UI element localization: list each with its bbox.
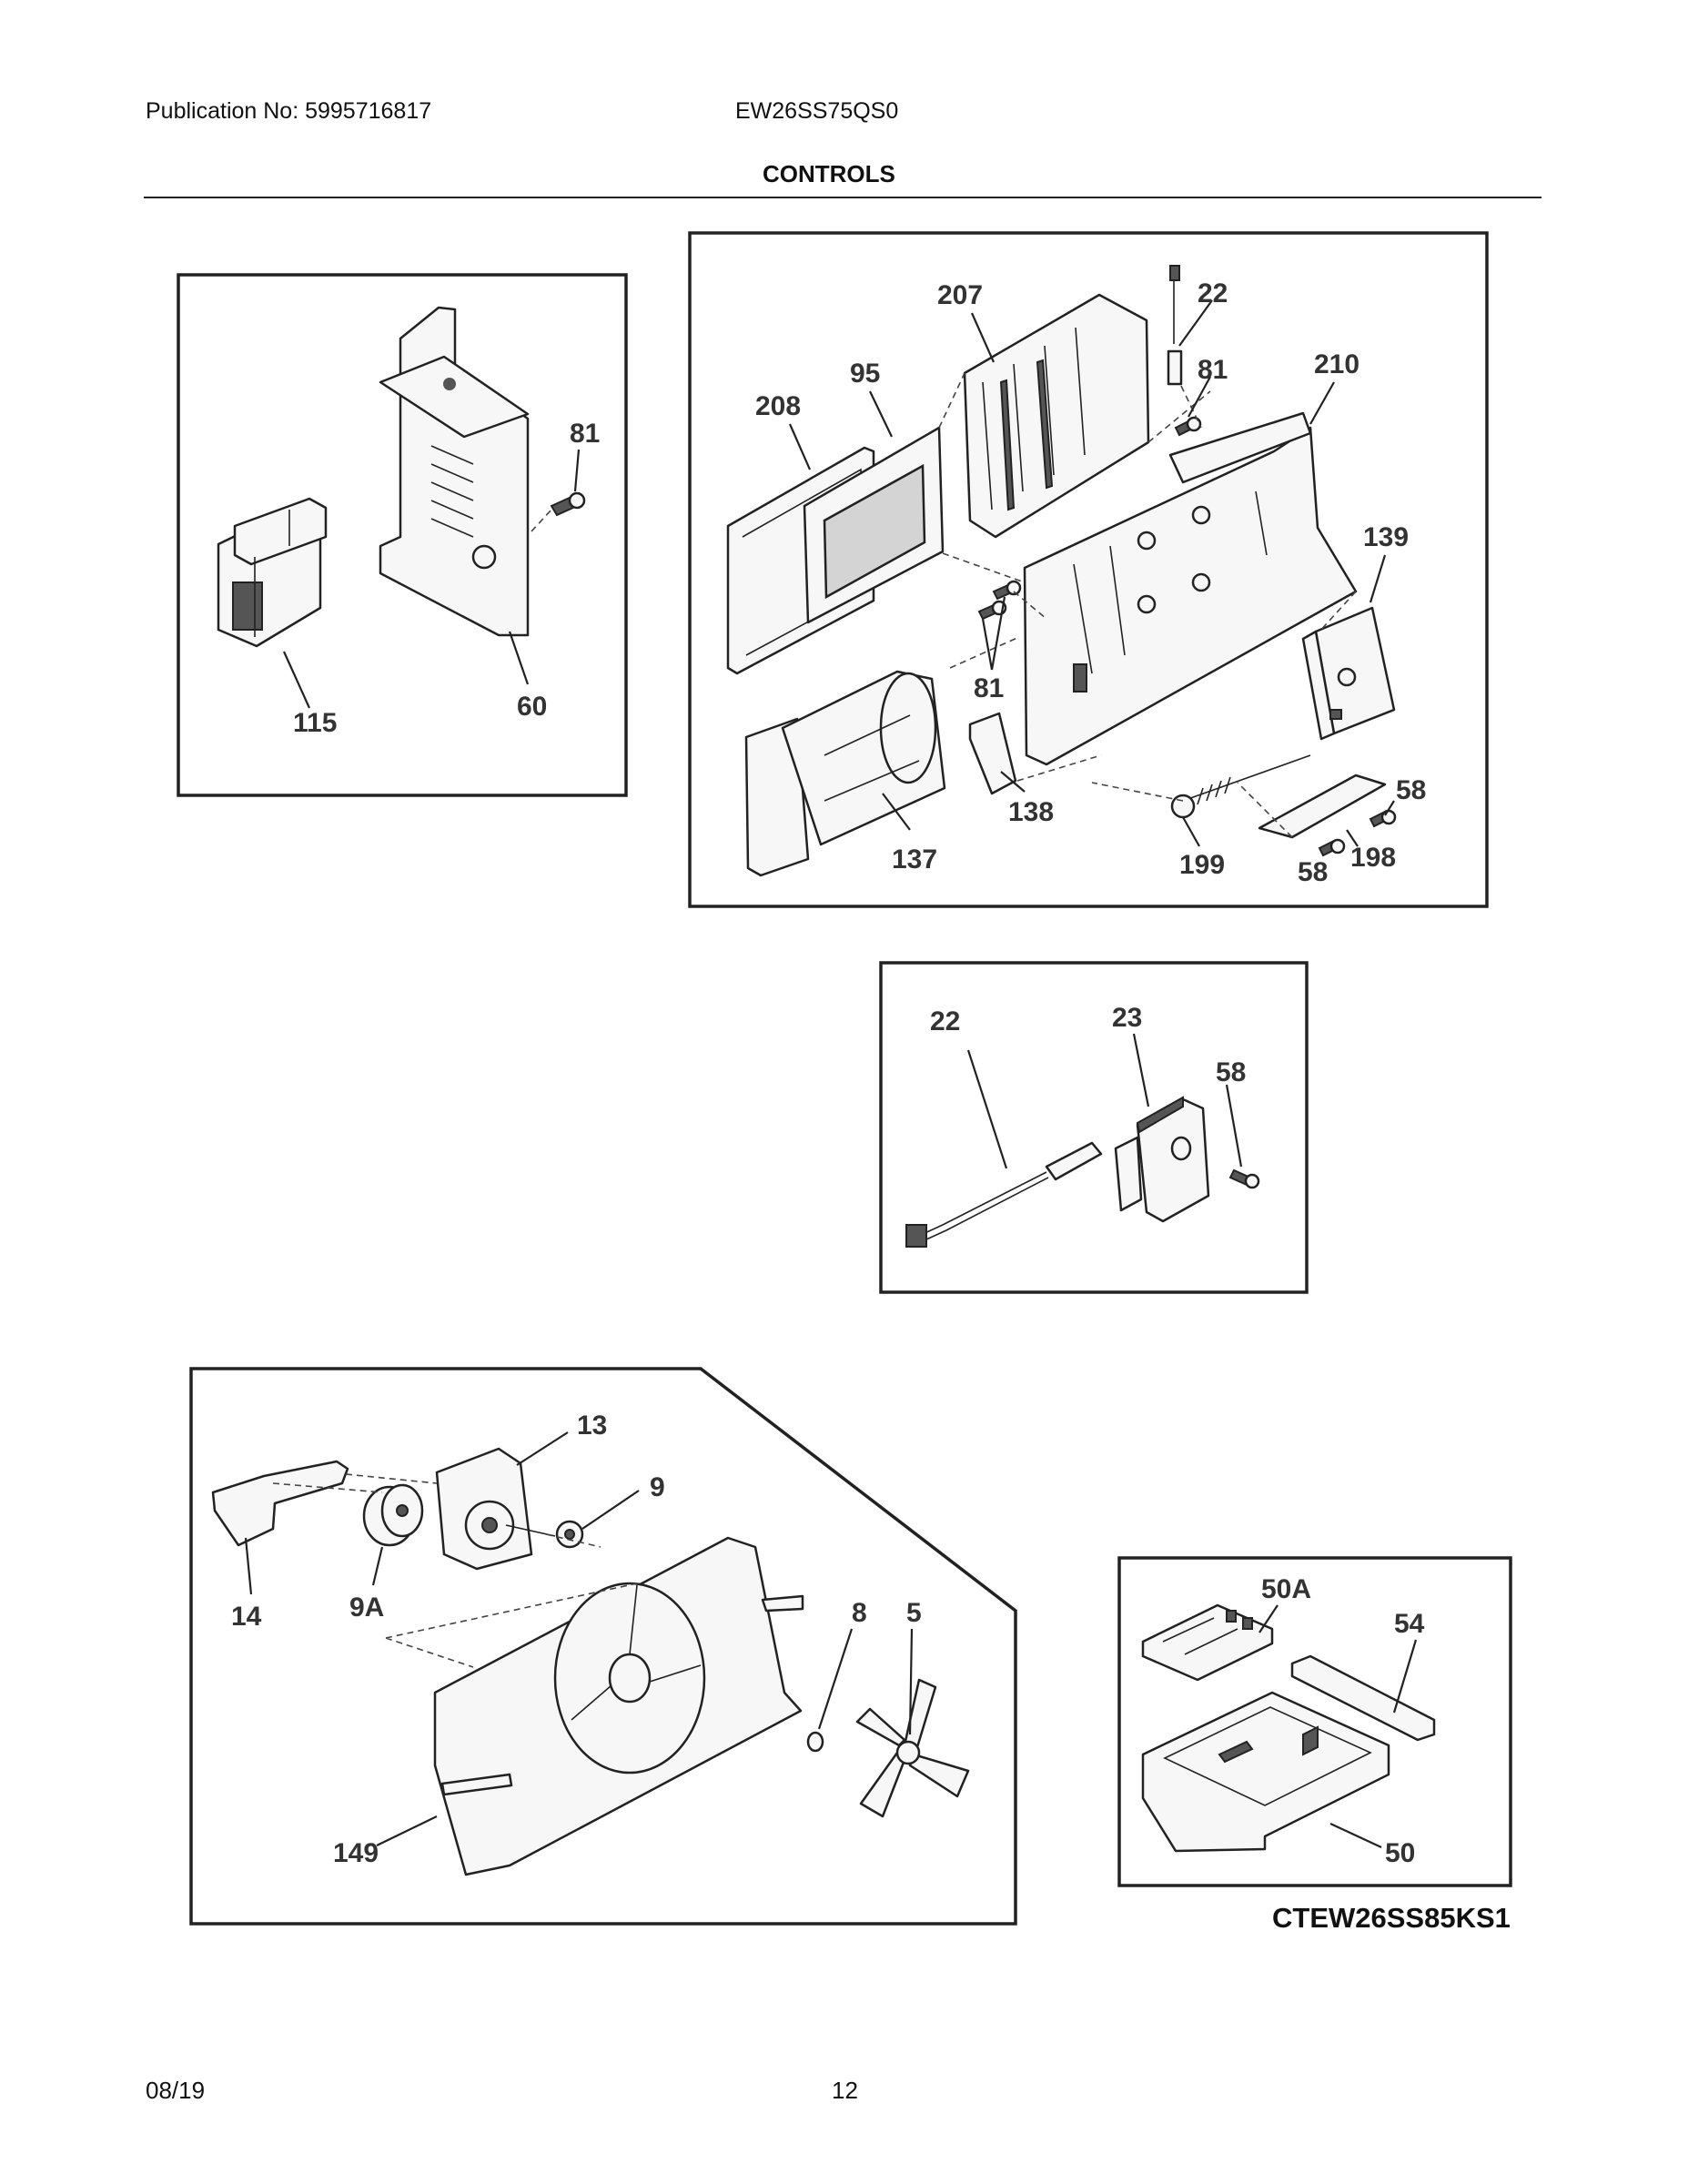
callout-box4-14: 14 xyxy=(231,1602,262,1632)
part-139-relay xyxy=(1301,606,1396,741)
part-50a-board xyxy=(1141,1603,1274,1682)
control-assembly-group: 207 22 81 210 208 95 139 81 138 137 199 … xyxy=(688,231,1489,908)
part-22-sensor xyxy=(1167,265,1183,386)
callout-box2-95: 95 xyxy=(850,359,880,389)
callout-box2-58-right: 58 xyxy=(1396,775,1426,805)
part-9a-hub xyxy=(362,1483,424,1547)
callout-box2-207: 207 xyxy=(937,280,983,310)
sensor-cover-group: 22 23 58 xyxy=(879,961,1309,1294)
callout-box2-139: 139 xyxy=(1363,522,1409,552)
part-50-housing xyxy=(1141,1691,1390,1853)
callout-box1-115: 115 xyxy=(293,708,337,738)
sensor-cover-frame xyxy=(879,961,1309,1294)
control-assembly-frame xyxy=(688,231,1489,908)
callout-box3-58: 58 xyxy=(1216,1057,1246,1087)
callout-box4-9a: 9A xyxy=(349,1592,384,1623)
callout-box3-23: 23 xyxy=(1112,1003,1142,1033)
callout-box1-60: 60 xyxy=(517,692,547,722)
callout-box5-50a: 50A xyxy=(1261,1574,1311,1604)
fan-assembly-frame xyxy=(189,1367,1017,1926)
part-14-bracket xyxy=(211,1460,349,1547)
callout-box4-5: 5 xyxy=(906,1598,922,1628)
control-board-frame xyxy=(1117,1556,1512,1887)
part-149-shroud xyxy=(433,1536,804,1876)
publication-number: Publication No: 5995716817 xyxy=(146,98,432,124)
footer-date: 08/19 xyxy=(146,2077,206,2104)
callout-box4-8: 8 xyxy=(852,1598,867,1628)
part-207-bracket xyxy=(963,293,1150,539)
part-210-bracket xyxy=(1023,411,1358,766)
part-23-cover xyxy=(1114,1096,1210,1223)
panel-housing-group: 81 115 60 xyxy=(177,273,628,797)
callout-box3-22: 22 xyxy=(930,1006,960,1036)
part-22-thermistor xyxy=(905,1141,1103,1248)
callout-box5-50: 50 xyxy=(1385,1838,1415,1868)
page-number: 12 xyxy=(832,2077,858,2104)
callout-box5-54: 54 xyxy=(1394,1609,1425,1639)
part-5-fan-blade xyxy=(855,1678,970,1818)
callout-box2-58-bottom: 58 xyxy=(1298,857,1328,887)
callout-box2-81-mid: 81 xyxy=(974,673,1004,703)
callout-box2-22: 22 xyxy=(1198,278,1228,308)
callout-box2-210: 210 xyxy=(1314,349,1359,379)
part-54-bar xyxy=(1290,1654,1436,1742)
section-title: CONTROLS xyxy=(763,160,895,187)
callout-box2-198: 198 xyxy=(1350,843,1396,873)
model-number: EW26SS75QS0 xyxy=(735,98,899,124)
screw-81-box1 xyxy=(550,491,586,517)
callout-box2-138: 138 xyxy=(1008,797,1054,827)
part-198-lever xyxy=(1258,774,1387,839)
part-9-nut xyxy=(555,1520,584,1549)
part-60-housing xyxy=(379,306,530,637)
callout-box2-199: 199 xyxy=(1179,850,1225,880)
screw-58-box3 xyxy=(1228,1168,1260,1189)
control-board-group: 50A 54 50 xyxy=(1117,1556,1512,1887)
part-115-switch xyxy=(217,497,328,648)
callout-box2-208: 208 xyxy=(755,391,801,421)
panel-housing-frame xyxy=(177,273,628,797)
part-138-clip xyxy=(968,712,1017,795)
part-137-motor xyxy=(744,670,946,877)
callout-box2-137: 137 xyxy=(892,844,937,875)
part-13-motor xyxy=(435,1447,556,1571)
part-8-washer xyxy=(806,1731,824,1753)
callout-box1-81: 81 xyxy=(570,419,600,449)
part-199-spring xyxy=(1170,754,1311,819)
diagram-code: CTEW26SS85KS1 xyxy=(1272,1902,1511,1934)
callout-box4-9: 9 xyxy=(650,1472,665,1502)
callout-box4-13: 13 xyxy=(577,1410,607,1441)
header-rule xyxy=(144,197,1541,198)
fan-assembly-group: 13 9 14 9A 8 5 149 xyxy=(189,1367,1017,1926)
callout-box2-81-top: 81 xyxy=(1198,355,1228,385)
callout-box4-149: 149 xyxy=(333,1838,379,1868)
